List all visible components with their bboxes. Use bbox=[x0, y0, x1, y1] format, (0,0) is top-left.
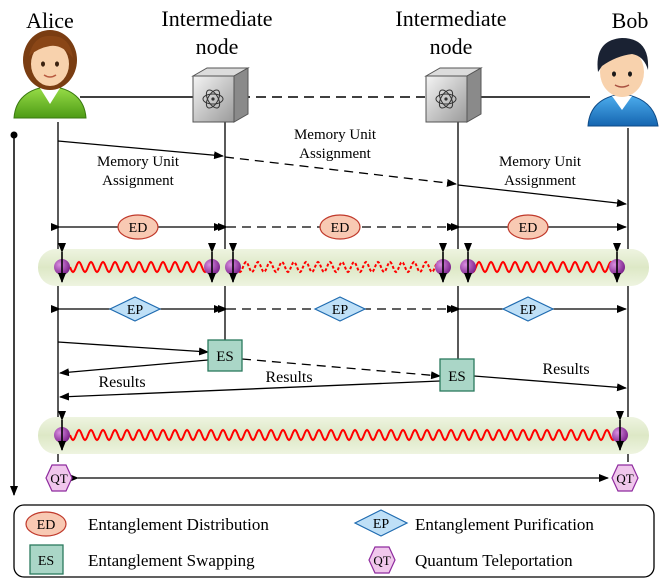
qubit-marker bbox=[435, 243, 451, 283]
es-box-node2: ES bbox=[439, 358, 475, 392]
intermediate-node-2-server-icon bbox=[424, 67, 483, 123]
qubit-marker bbox=[609, 243, 625, 283]
entanglement-band-2 bbox=[38, 417, 649, 454]
svg-text:ED: ED bbox=[331, 221, 350, 236]
intermediate-node-2-title-line1: Intermediate bbox=[395, 6, 506, 31]
svg-text:ES: ES bbox=[38, 554, 54, 569]
qt-badge-alice: QT bbox=[45, 464, 73, 492]
es1-result-arrow-alice bbox=[59, 359, 209, 377]
intermediate-node-1-title-line2: node bbox=[196, 34, 239, 59]
mua-label-2-line2: Assignment bbox=[299, 146, 372, 162]
qubit-marker bbox=[54, 411, 70, 451]
bob-avatar-icon bbox=[587, 38, 659, 127]
legend-qt-label: Quantum Teleportation bbox=[415, 551, 573, 570]
qubit-marker bbox=[225, 243, 241, 283]
es1-request-arrow bbox=[57, 341, 209, 356]
qt-badge-bob: QT bbox=[611, 464, 639, 492]
mua-label-1-line1: Memory Unit bbox=[97, 154, 180, 170]
results-label-3: Results bbox=[542, 361, 589, 378]
mua-label-2-line1: Memory Unit bbox=[294, 127, 377, 143]
entanglement-wave-1a bbox=[69, 260, 214, 274]
legend-ep-label: Entanglement Purification bbox=[415, 515, 594, 534]
svg-text:EP: EP bbox=[127, 303, 144, 318]
svg-text:QT: QT bbox=[373, 553, 390, 568]
qubit-marker bbox=[54, 243, 70, 283]
svg-text:QT: QT bbox=[616, 471, 633, 486]
es-box-node1: ES bbox=[207, 339, 243, 372]
qubit-marker bbox=[204, 243, 220, 283]
svg-text:ED: ED bbox=[129, 221, 148, 236]
ed-badge: ED bbox=[319, 214, 361, 240]
entanglement-band-1 bbox=[38, 249, 649, 286]
svg-text:ES: ES bbox=[216, 349, 234, 365]
legend-qt-symbol: QT bbox=[368, 546, 396, 574]
es2-result-arrow-alice bbox=[59, 380, 441, 401]
entanglement-wave-1c bbox=[469, 260, 615, 274]
svg-text:EP: EP bbox=[520, 303, 537, 318]
alice-title: Alice bbox=[26, 8, 74, 33]
entanglement-wave-1b bbox=[236, 260, 443, 274]
ed-badge: ED bbox=[507, 214, 549, 240]
mua-label-1-line2: Assignment bbox=[102, 173, 175, 189]
qubit-marker bbox=[460, 243, 476, 283]
alice-avatar-icon bbox=[13, 30, 87, 119]
svg-text:ED: ED bbox=[37, 518, 56, 533]
legend-ep-symbol: EP bbox=[353, 509, 409, 537]
ep-badge: EP bbox=[501, 296, 555, 322]
intermediate-node-2-title-line2: node bbox=[430, 34, 473, 59]
mua-arrow-node2-bob bbox=[457, 184, 627, 207]
mua-label-3-line1: Memory Unit bbox=[499, 154, 582, 170]
svg-text:EP: EP bbox=[373, 517, 390, 532]
bob-title: Bob bbox=[612, 8, 649, 33]
es2-result-arrow-bob bbox=[473, 375, 627, 392]
mua-arrow-node1-node2 bbox=[224, 156, 457, 187]
legend-ed-symbol: ED bbox=[25, 511, 67, 537]
svg-text:ES: ES bbox=[448, 369, 466, 385]
intermediate-node-1-server-icon bbox=[191, 67, 250, 123]
legend-es-label: Entanglement Swapping bbox=[88, 551, 255, 570]
ed-badge: ED bbox=[117, 214, 159, 240]
results-label-1: Results bbox=[98, 374, 145, 391]
legend-ed-label: Entanglement Distribution bbox=[88, 515, 269, 534]
svg-text:ED: ED bbox=[519, 221, 538, 236]
mua-label-3-line2: Assignment bbox=[504, 173, 577, 189]
results-label-2: Results bbox=[265, 369, 312, 386]
legend-box bbox=[13, 504, 655, 578]
intermediate-node-1-title-line1: Intermediate bbox=[161, 6, 272, 31]
legend-es-symbol: ES bbox=[29, 544, 64, 575]
ep-badge: EP bbox=[313, 296, 367, 322]
ep-badge: EP bbox=[108, 296, 162, 322]
entanglement-wave-2 bbox=[69, 428, 619, 442]
qubit-marker bbox=[612, 411, 628, 451]
mua-arrow-alice-node1 bbox=[57, 140, 224, 160]
svg-text:QT: QT bbox=[50, 471, 67, 486]
es1-to-es2-arrow bbox=[241, 358, 441, 380]
svg-text:EP: EP bbox=[332, 303, 349, 318]
